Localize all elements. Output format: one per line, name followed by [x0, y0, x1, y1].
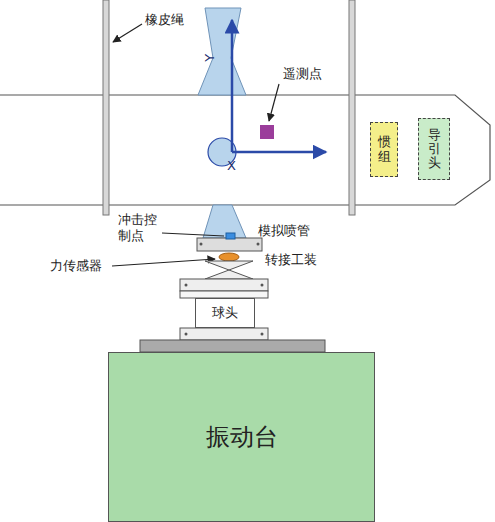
- rubber-rope: [349, 0, 355, 215]
- axis-label: X: [227, 158, 236, 174]
- nozzle-lower: [203, 205, 246, 238]
- part-label: 模拟喷管: [258, 223, 310, 239]
- node-text: 球头: [212, 304, 238, 322]
- ball-head-plate: [180, 328, 268, 340]
- seeker-box: 导引头: [418, 118, 450, 180]
- force-sensor: [219, 253, 239, 261]
- axis-label: Y: [202, 54, 218, 62]
- part-label: 力传感器: [50, 258, 102, 274]
- adapter-plate: [180, 279, 268, 291]
- leader-line: [162, 233, 224, 236]
- adapter-plate: [180, 291, 268, 298]
- part-label: 橡皮绳: [145, 12, 184, 28]
- part-label: 遥测点: [283, 66, 322, 82]
- shaker-table: 振动台: [108, 352, 375, 522]
- impact-control-point: [226, 233, 235, 239]
- table-plate: [140, 340, 325, 352]
- rubber-rope: [103, 0, 109, 215]
- missile-body: [0, 95, 490, 205]
- part-label: 冲击控制点: [118, 212, 160, 243]
- y-axis: [231, 20, 234, 152]
- adapter-fixture: [205, 261, 253, 279]
- part-label: 转接工装: [265, 252, 317, 268]
- leader-line: [269, 84, 279, 121]
- node-text: 导引头: [428, 128, 441, 171]
- telemetry-point: [260, 125, 274, 139]
- flange: [197, 238, 262, 251]
- leader-line: [112, 259, 215, 266]
- ball-head-block: 球头: [195, 298, 255, 328]
- node-text: 惯组: [378, 135, 391, 164]
- leader-line: [113, 24, 142, 42]
- imu-box: 惯组: [370, 122, 398, 177]
- nozzle-upper: [198, 8, 246, 95]
- node-text: 振动台: [206, 421, 278, 453]
- x-axis: [232, 151, 326, 154]
